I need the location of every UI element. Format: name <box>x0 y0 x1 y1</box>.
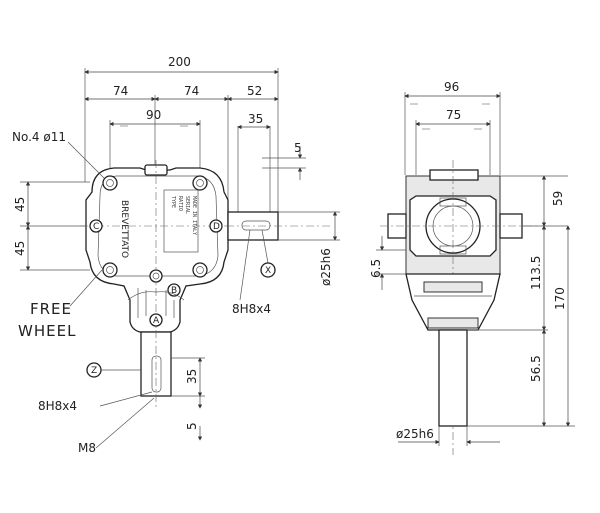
marker-z: Z <box>91 366 97 376</box>
plate-line-2: RATIO <box>177 196 183 211</box>
dim-74-left: 74 <box>113 84 128 98</box>
dim-35-top: 35 <box>248 112 263 126</box>
dim-96: 96 <box>444 80 459 94</box>
key-label-right: 8H8x4 <box>232 302 271 316</box>
dim-90: 90 <box>146 108 161 122</box>
nameplate <box>163 189 199 253</box>
dim-5-top: 5 <box>294 141 302 155</box>
casting-text: BREVETTATO <box>119 200 129 258</box>
dim-25h6-front: ø25h6 <box>319 248 333 286</box>
key-label-bottom: 8H8x4 <box>38 399 77 413</box>
mounting-holes <box>102 175 208 283</box>
dim-170: 170 <box>553 287 567 310</box>
side-shaft <box>438 329 468 427</box>
dim-75: 75 <box>446 108 461 122</box>
marker-x: X <box>265 266 271 276</box>
dim-56-5: 56.5 <box>529 355 543 382</box>
side-view: 96 75 59 113.5 <box>369 80 575 455</box>
dim-5-bottom: 5 <box>185 422 199 430</box>
dim-113-5: 113.5 <box>529 256 543 290</box>
label-free: FREE <box>30 300 72 318</box>
dim-200: 200 <box>168 55 191 69</box>
dim-25h6-side: ø25h6 <box>396 427 434 441</box>
dim-45-lower: 45 <box>13 241 27 256</box>
plate-line-1: TYPE <box>170 196 176 208</box>
dim-74-right: 74 <box>184 84 199 98</box>
label-no4: No.4 ø11 <box>12 130 66 144</box>
plate-line-4: MADE IN ITALY <box>191 196 197 235</box>
marker-c: C <box>93 222 99 232</box>
front-view: 200 74 74 52 90 35 5 45 45 <box>12 55 340 455</box>
marker-d: D <box>213 222 220 232</box>
marker-a: A <box>153 316 160 326</box>
dim-6-5: 6.5 <box>369 259 383 278</box>
dim-52: 52 <box>247 84 262 98</box>
gearbox-housing <box>85 167 229 333</box>
plate-line-3: SERIAL <box>184 196 190 214</box>
label-m8: M8 <box>78 441 96 455</box>
dim-59: 59 <box>551 191 565 206</box>
dim-45-upper: 45 <box>13 197 27 212</box>
label-wheel: WHEEL <box>18 322 76 340</box>
marker-b: B <box>171 286 177 296</box>
dim-35-bottom: 35 <box>185 369 199 384</box>
